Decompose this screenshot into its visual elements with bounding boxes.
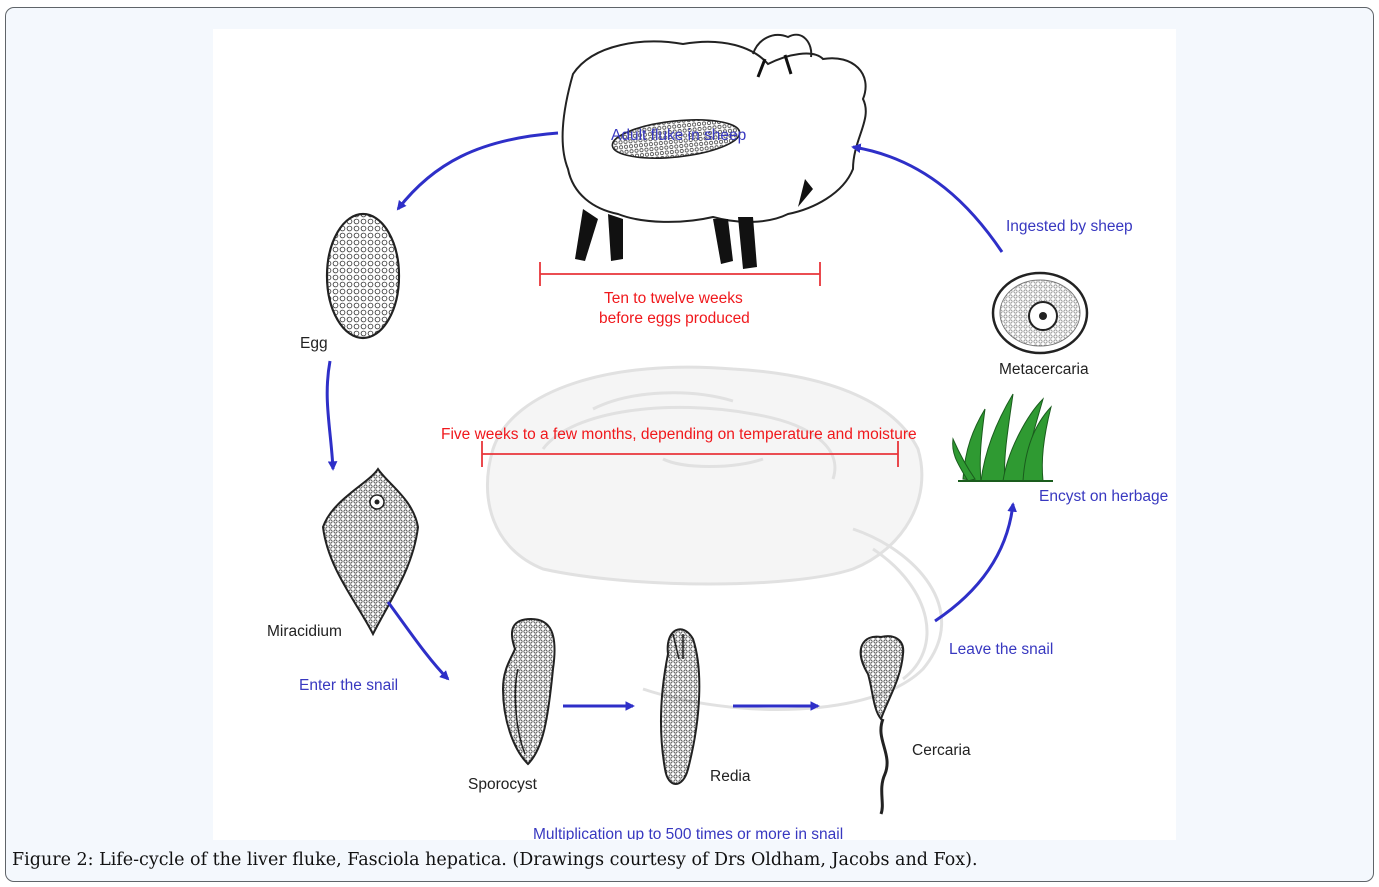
arrow-metacercaria-to-sheep xyxy=(853,147,1002,252)
label-leave-snail: Leave the snail xyxy=(949,641,1053,658)
label-snail-duration: Five weeks to a few months, depending on… xyxy=(441,426,917,443)
sheep-duration-bar xyxy=(540,262,820,286)
grass-illustration xyxy=(953,394,1053,481)
diagram-canvas: Adult fluke in sheep Egg Miracidium Spor… xyxy=(213,29,1176,840)
label-ingested-by-sheep: Ingested by sheep xyxy=(1006,218,1133,235)
cercaria-illustration xyxy=(861,636,904,814)
figure-caption: Figure 2: Life-cycle of the liver fluke,… xyxy=(12,850,1362,870)
label-sporocyst: Sporocyst xyxy=(468,776,538,793)
label-sheep-duration-line2: before eggs produced xyxy=(599,310,750,327)
life-cycle-diagram: Adult fluke in sheep Egg Miracidium Spor… xyxy=(213,29,1176,840)
label-metacercaria: Metacercaria xyxy=(999,361,1089,378)
label-egg: Egg xyxy=(300,335,328,352)
sheep-illustration xyxy=(563,35,866,269)
label-adult-fluke: Adult fluke in sheep xyxy=(611,127,746,144)
sporocyst-illustration xyxy=(503,619,555,764)
figure-frame: Adult fluke in sheep Egg Miracidium Spor… xyxy=(5,7,1374,882)
egg-illustration xyxy=(327,214,399,338)
label-sheep-duration-line1: Ten to twelve weeks xyxy=(604,290,743,307)
arrow-cercaria-to-grass xyxy=(935,504,1013,621)
miracidium-illustration xyxy=(323,469,418,634)
arrow-sheep-to-egg xyxy=(398,133,558,209)
label-miracidium: Miracidium xyxy=(267,623,342,640)
label-enter-snail: Enter the snail xyxy=(299,677,398,694)
label-encyst-herbage: Encyst on herbage xyxy=(1039,488,1168,505)
arrow-egg-to-miracidium xyxy=(327,361,333,469)
label-redia: Redia xyxy=(710,768,751,785)
metacercaria-illustration xyxy=(993,273,1087,353)
arrow-miracidium-to-sporocyst xyxy=(388,602,448,679)
label-cercaria: Cercaria xyxy=(912,742,971,759)
redia-illustration xyxy=(661,629,699,784)
label-multiplication: Multiplication up to 500 times or more i… xyxy=(533,826,843,840)
